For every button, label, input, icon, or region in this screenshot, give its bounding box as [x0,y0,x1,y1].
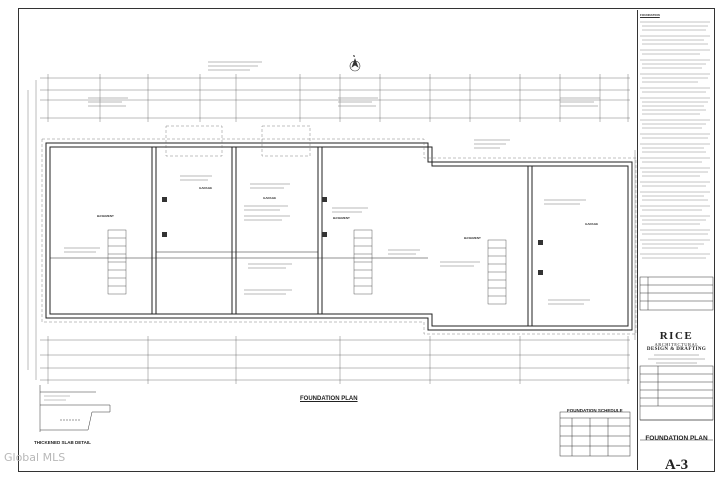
notes-text-lines [640,21,710,259]
foundation-walls [45,142,633,331]
north-arrow-label: N [353,54,356,58]
watermark: Global MLS [4,451,66,464]
firm-logo-block: RICE ARCHITECTURAL DESIGN & DRAFTING [638,330,715,371]
firm-name: RICE [659,330,694,342]
stairs [107,229,507,305]
garage-label-1: GARAGE [199,186,213,190]
foundation-schedule-table [559,411,631,457]
sheet-number: A-3 [664,457,689,473]
revision-table [639,276,714,441]
notes-title: FOUNDATION [640,13,660,17]
piers [162,197,543,275]
plan-title: FOUNDATION PLAN [300,396,358,402]
basement-label-3: BASEMENT [464,236,481,240]
schedule-title: FOUNDATION SCHEDULE [567,408,623,413]
annotation-notes [64,61,600,305]
sheet-title: FOUNDATION PLAN [645,435,708,442]
basement-label-2: BASEMENT [333,216,350,220]
footing-lines [41,125,637,335]
thickened-slab-detail [39,385,111,432]
firm-address-lines [648,354,705,364]
firm-subtitle-1: ARCHITECTURAL [654,342,699,347]
dimension-lines [27,74,636,384]
title-block: FOUNDATION [637,10,715,473]
basement-label-1: BASEMENT [97,214,114,218]
detail-title: THICKENED SLAB DETAIL [34,440,91,445]
north-arrow-symbol [349,58,361,72]
firm-subtitle-2: DESIGN & DRAFTING [646,347,707,352]
sheet-border [18,8,715,472]
garage-label-2: GARAGE [263,196,277,200]
garage-label-3: GARAGE [585,222,599,226]
general-notes: FOUNDATION [640,14,712,270]
